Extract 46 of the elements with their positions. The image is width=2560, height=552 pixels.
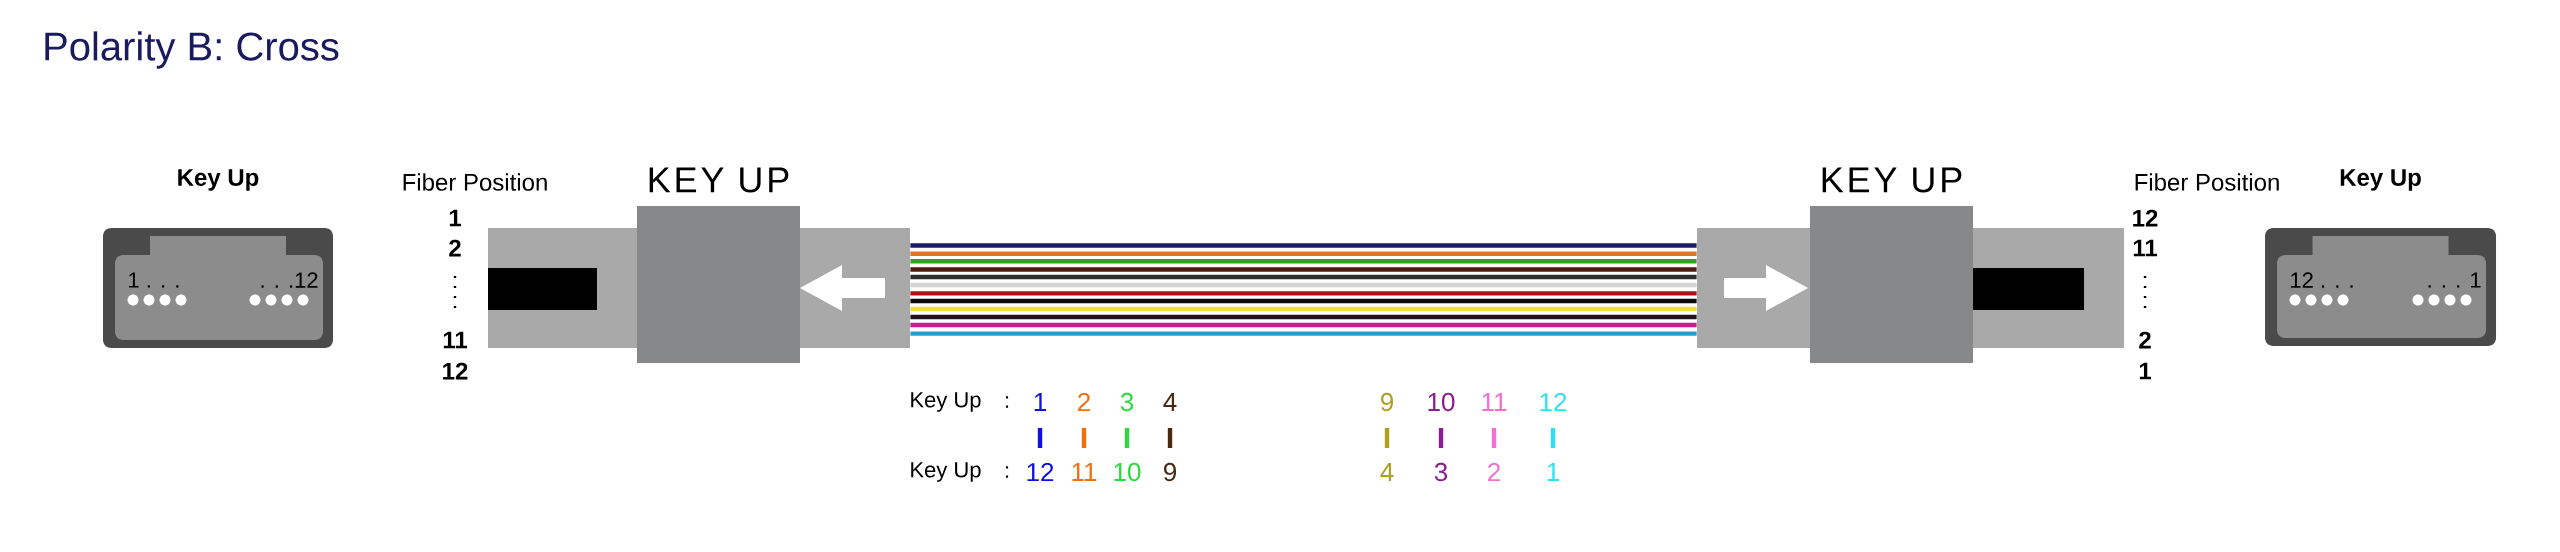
node-label: KEY UP: [1822, 167, 1962, 193]
connector-drawing: KEY UP: [1697, 167, 2124, 363]
mapping-number: 2: [1078, 392, 1090, 412]
colon: :: [1005, 466, 1009, 478]
fiber-number: 12: [2133, 209, 2158, 227]
column-heading: Fiber Position: [2135, 173, 2279, 191]
mapping-number: 4: [1163, 393, 1177, 411]
mapping-number: 10: [1114, 462, 1141, 482]
mapping-number: 11: [1482, 393, 1507, 411]
fiber-line: [910, 274, 1697, 280]
mapping-number: 10: [1428, 392, 1455, 412]
fiber-line: [910, 331, 1697, 336]
mapping-number: 3: [1120, 392, 1134, 412]
mapping-number: 1: [1547, 463, 1559, 481]
fiber-number: 1: [2139, 362, 2151, 380]
row-label: Key Up: [911, 392, 981, 412]
mapping-number: 12: [1027, 462, 1054, 482]
mapping-number: 1: [1034, 393, 1046, 411]
node-label: Key Up: [2340, 169, 2421, 191]
fiber-line: [910, 282, 1697, 288]
connector-end-face: Key Up 1 . . . . . .12: [103, 169, 333, 348]
colon: :: [1005, 396, 1009, 408]
node-label: Key Up: [178, 169, 259, 191]
fiber-line: [910, 314, 1697, 320]
fiber-line: [910, 306, 1697, 312]
mapping-number: 2: [1488, 462, 1500, 482]
row-label: Key Up: [911, 462, 981, 482]
fiber-number: 1: [449, 209, 461, 227]
fiber-line: [910, 243, 1697, 248]
column-heading: Fiber Position: [403, 173, 547, 191]
fiber-line: [910, 298, 1697, 304]
title: Polarity B: Cross: [45, 31, 339, 69]
mapping-number: 9: [1381, 392, 1393, 412]
fiber-line: [910, 267, 1697, 272]
node-label: KEY UP: [649, 167, 789, 193]
mapping-number: 3: [1434, 462, 1448, 482]
fiber-line: [910, 322, 1697, 328]
fiber-line: [910, 291, 1697, 296]
mapping-number: 12: [1540, 392, 1567, 412]
fiber-number: 12: [443, 362, 468, 380]
fiber-line: [910, 251, 1697, 256]
fiber-number: 2: [449, 239, 461, 257]
mapping-number: 9: [1164, 462, 1176, 482]
mapping-number: 11: [1072, 463, 1097, 481]
mapping-number: 4: [1380, 463, 1394, 481]
fiber-line: [910, 259, 1697, 264]
